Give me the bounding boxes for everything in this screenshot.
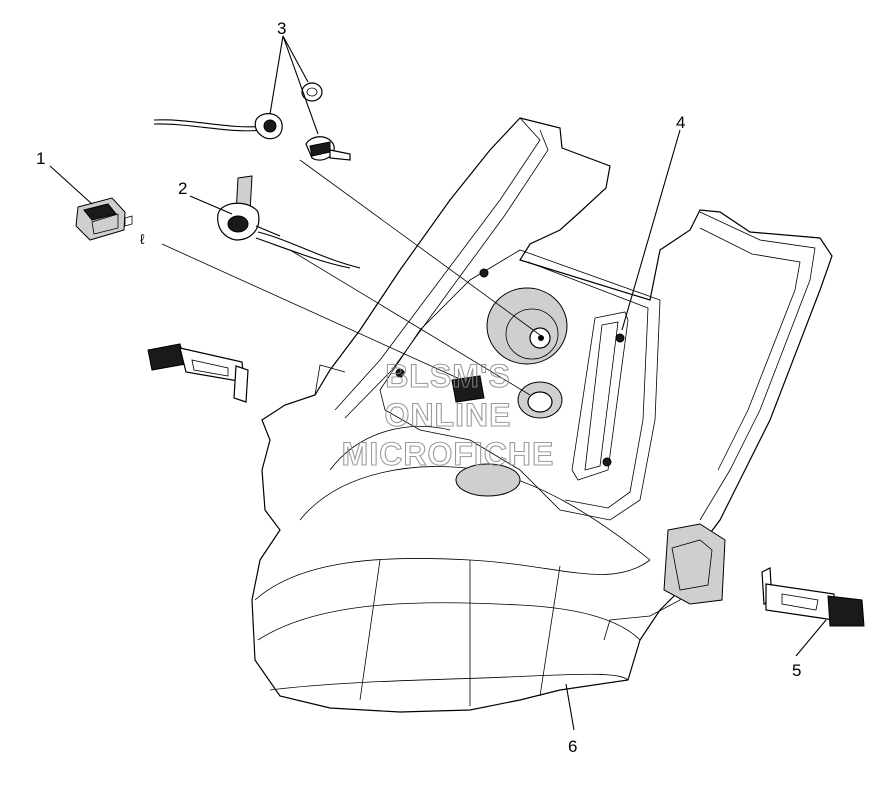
watermark-line-2: ONLINE bbox=[385, 397, 512, 433]
leader-lines bbox=[49, 35, 827, 731]
watermark-line-1: BLSM'S bbox=[385, 358, 511, 394]
part-1-connector: ℓ bbox=[75, 197, 145, 247]
callout-2: 2 bbox=[178, 179, 187, 198]
callout-3: 3 bbox=[277, 19, 286, 38]
watermark-line-3: MICROFICHE bbox=[342, 436, 555, 472]
callout-5: 5 bbox=[792, 661, 801, 680]
housing-shell bbox=[251, 117, 833, 713]
callout-6: 6 bbox=[568, 737, 577, 756]
part-3-socket-assembly bbox=[153, 82, 351, 161]
svg-text:ℓ: ℓ bbox=[140, 231, 145, 247]
part-5-clip bbox=[761, 567, 865, 627]
left-clip bbox=[147, 343, 249, 403]
callouts: 1 2 3 4 5 6 bbox=[36, 19, 801, 756]
part-2-sensor bbox=[217, 175, 361, 269]
watermark: BLSM'S ONLINE MICROFICHE bbox=[341, 357, 555, 472]
callout-1: 1 bbox=[36, 149, 45, 168]
callout-4: 4 bbox=[676, 113, 685, 132]
